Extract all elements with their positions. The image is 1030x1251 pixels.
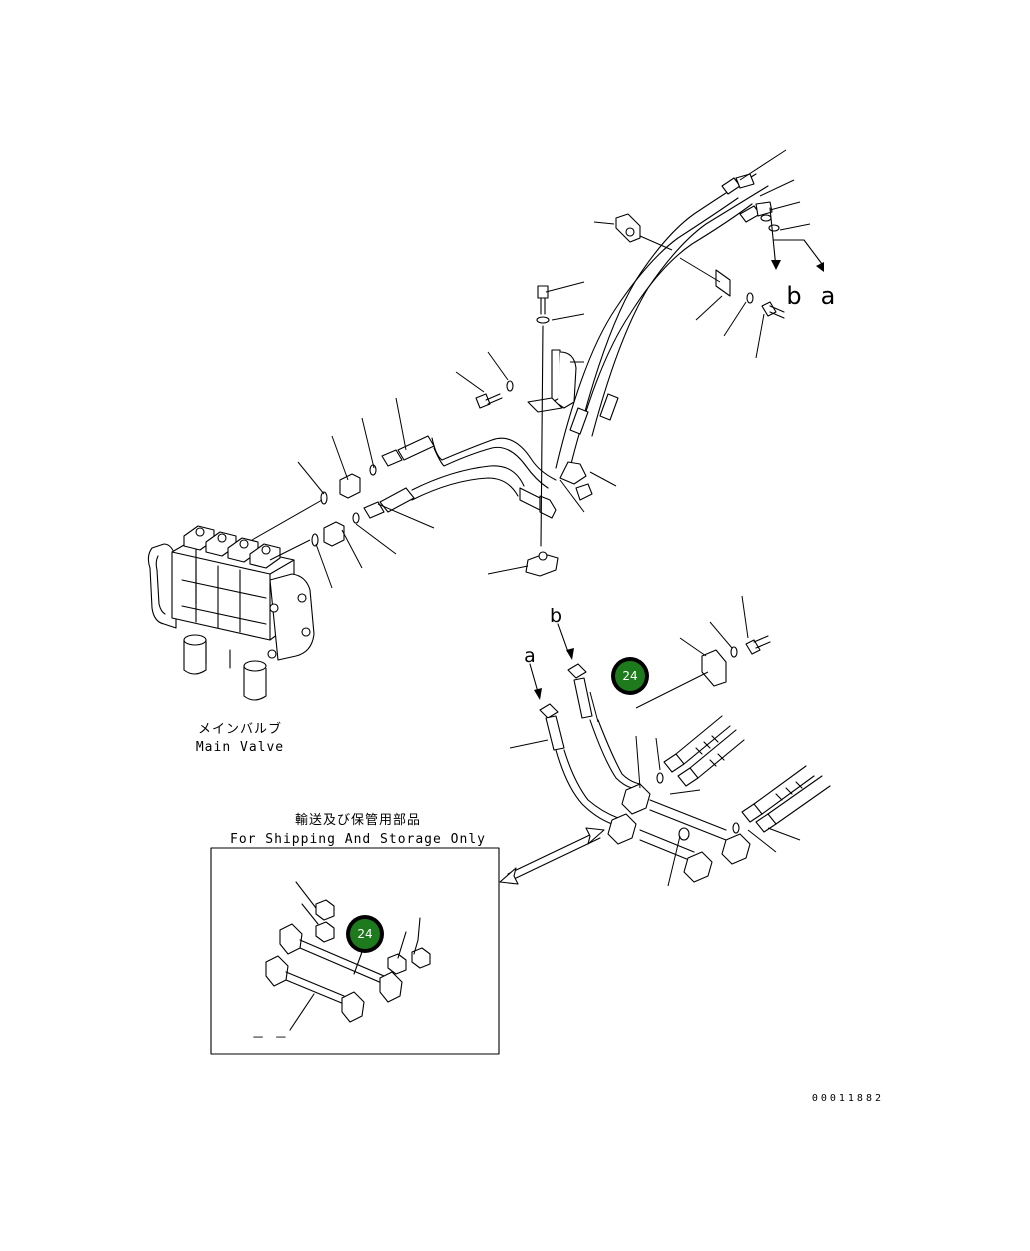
adapter [323, 521, 345, 547]
part-badge-label: 24 [357, 927, 372, 941]
reference-arrow [499, 827, 605, 885]
connector-b-top: b [786, 282, 801, 310]
part-badge-label: 24 [622, 669, 637, 683]
o-ring [320, 491, 328, 505]
o-ring [369, 464, 377, 476]
leader-lines-upper [251, 149, 811, 589]
adapter [339, 473, 361, 499]
shipping-parts [265, 881, 431, 1031]
main-valve-assembly [147, 525, 315, 701]
drawing-number: 00011882 [812, 1093, 884, 1104]
upper-fittings [311, 173, 824, 577]
clamp [701, 649, 727, 687]
connector-a-top: a [821, 282, 836, 310]
shipping-box-title-en: For Shipping And Storage Only [230, 832, 486, 847]
main-valve-label-en: Main Valve [196, 740, 284, 755]
part-badge[interactable]: 24 [346, 915, 384, 953]
shipping-box-title-ja: 輸送及び保管用部品 [295, 813, 421, 828]
bolt [537, 285, 549, 299]
leader-lines-lower [509, 595, 801, 887]
connector-a-bottom: a [524, 645, 536, 667]
washer [506, 380, 514, 392]
o-ring [311, 533, 319, 547]
o-ring [352, 512, 360, 524]
hose-nut [381, 449, 403, 467]
washer [536, 316, 550, 324]
lower-right-tubes [529, 623, 831, 883]
connector-b-bottom: b [550, 605, 562, 627]
hose-nut [363, 501, 385, 519]
main-valve-label-ja: メインバルブ [198, 721, 282, 737]
part-badge[interactable]: 24 [611, 657, 649, 695]
bolt [475, 393, 491, 409]
shipping-box-dash-mark: － － [252, 1031, 289, 1046]
shipping-box-frame [210, 847, 500, 1055]
